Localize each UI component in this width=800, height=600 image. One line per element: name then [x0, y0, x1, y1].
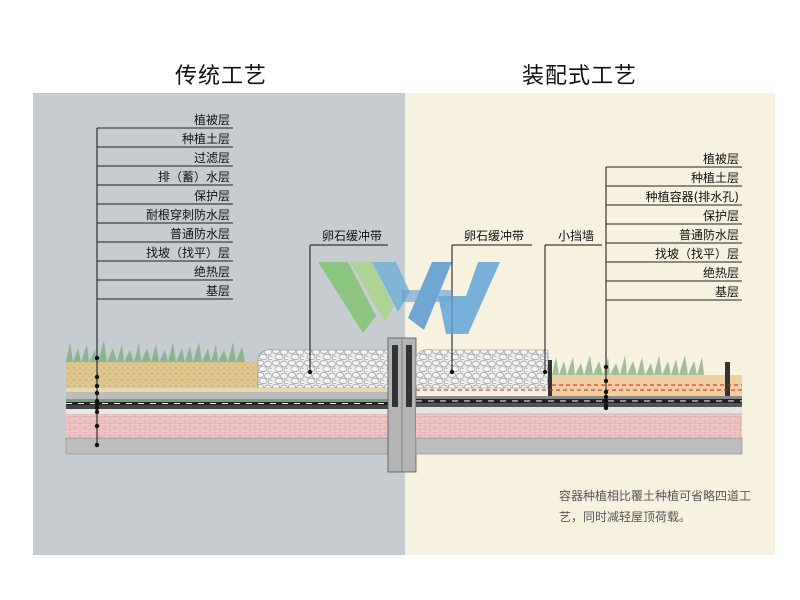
vegetation-left: [66, 340, 245, 362]
title-traditional: 传统工艺: [175, 64, 268, 89]
planting-soil-left: [66, 362, 260, 388]
insulation-left: [66, 414, 390, 438]
layer-label-left: 种植土层: [181, 132, 230, 146]
layer-label-right: 植被层: [702, 152, 739, 166]
assembled-section: [415, 166, 743, 455]
watermark-logo: [318, 262, 500, 334]
base-slab-right: [415, 437, 743, 455]
layer-label-left: 普通防水层: [169, 227, 230, 241]
pebble-buffer-left: [257, 349, 391, 389]
drainage-board-left: [66, 392, 390, 399]
layer-label-left: 植被层: [193, 113, 230, 127]
comparison-note: 容器种植相比覆土种植可省略四道工艺，同时减轻屋顶荷载。: [559, 489, 752, 524]
pebble-buffer-label-left: 卵石缓冲带: [322, 229, 383, 243]
layer-label-left: 过滤层: [193, 151, 230, 165]
layer-label-left: 耐根穿刺防水层: [145, 208, 230, 222]
retaining-wall: [548, 360, 552, 398]
layer-label-right: 种植容器(排水孔): [645, 190, 739, 204]
traditional-section: [65, 127, 391, 455]
layer-label-right: 普通防水层: [678, 228, 739, 242]
title-assembled: 装配式工艺: [522, 64, 638, 89]
parapet-wall: [387, 337, 417, 473]
pebble-buffer-label-right: 卵石缓冲带: [464, 229, 525, 243]
layer-label-right: 保护层: [702, 209, 739, 223]
layer-label-right: 种植土层: [690, 171, 739, 185]
layer-label-left: 基层: [205, 284, 230, 298]
layer-label-left: 绝热层: [193, 265, 230, 279]
layer-label-right: 找坡（找平）层: [654, 247, 739, 261]
insulation-right: [416, 413, 742, 438]
pebble-buffer-right: [415, 349, 549, 389]
traditional-panel: [33, 93, 405, 555]
layer-label-left: 找坡（找平）层: [145, 246, 230, 260]
base-slab-left: [65, 437, 391, 455]
retaining-wall-label: 小挡墙: [558, 229, 595, 243]
layer-label-right: 基层: [714, 285, 739, 299]
layer-label-left: 保护层: [193, 189, 230, 203]
layer-label-right: 绝热层: [702, 266, 739, 280]
vegetation-right: [552, 355, 704, 375]
layer-label-left: 排（蓄）水层: [157, 170, 230, 184]
